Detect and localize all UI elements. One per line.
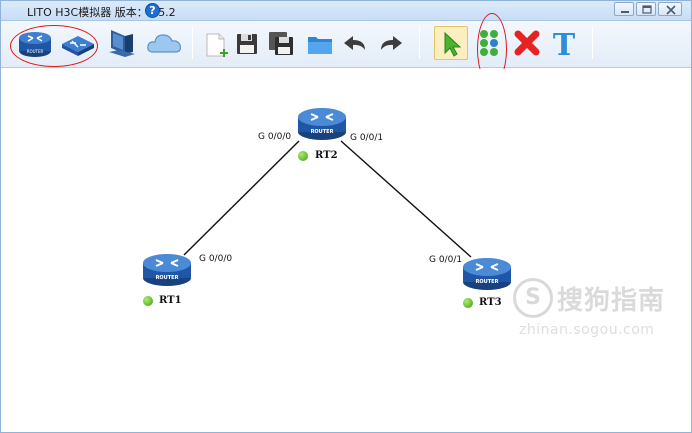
undo-button[interactable] <box>339 26 373 60</box>
toolbar-separator <box>592 27 593 59</box>
add-computer-button[interactable] <box>105 26 139 60</box>
computer-icon <box>109 30 135 57</box>
watermark-text: 搜狗指南 <box>557 286 666 316</box>
status-indicator <box>463 298 473 308</box>
status-indicator <box>143 296 153 306</box>
maximize-button[interactable] <box>636 2 656 16</box>
router-caption: ROUTER <box>155 275 179 281</box>
router-rt3[interactable]: ROUTER <box>462 255 512 291</box>
redo-button[interactable] <box>375 26 409 60</box>
save-button[interactable] <box>231 26 265 60</box>
switch-icon <box>62 36 94 56</box>
node-label-rt1: RT1 <box>159 295 182 306</box>
cloud-icon <box>147 34 182 53</box>
router-caption: ROUTER <box>27 49 44 54</box>
window-title: LITO H3C模拟器 版本：1.5.2 <box>27 6 176 19</box>
save-icon <box>237 34 257 54</box>
new-file-button[interactable] <box>199 26 233 60</box>
save-as-icon <box>269 32 293 55</box>
port-label: G 0/0/1 <box>350 133 384 143</box>
watermark-url: zhinan.sogou.com <box>519 322 655 338</box>
open-folder-icon <box>308 37 332 54</box>
text-tool-icon: T <box>553 28 576 60</box>
router-rt1[interactable]: ROUTER <box>142 251 192 287</box>
minimize-button[interactable] <box>614 2 634 16</box>
router-icon <box>463 258 511 290</box>
port-label: G 0/0/0 <box>258 132 292 142</box>
link-layer <box>183 140 472 258</box>
undo-icon <box>344 36 365 50</box>
link-dots-icon <box>480 30 498 56</box>
redo-icon <box>381 36 402 50</box>
router-icon: ROUTER <box>19 32 51 57</box>
toolbar-separator <box>192 27 193 59</box>
add-router-button[interactable]: ROUTER <box>17 26 51 60</box>
link-rt2-rt3[interactable] <box>340 140 472 258</box>
node-label-rt3: RT3 <box>479 297 502 308</box>
topology-canvas[interactable]: ROUTER RT2 ROUTER RT1 ROUTER <box>1 69 691 432</box>
help-icon[interactable]: ? <box>145 3 160 18</box>
toolbar-separator <box>419 27 420 59</box>
watermark-logo-icon: S <box>513 278 553 318</box>
pointer-icon <box>444 31 462 57</box>
status-indicator <box>298 151 308 161</box>
select-tool-button[interactable] <box>434 26 468 60</box>
delete-x-icon <box>514 30 540 56</box>
router-rt2[interactable]: ROUTER <box>297 105 347 141</box>
router-icon <box>143 254 191 286</box>
delete-tool-button[interactable] <box>510 26 544 60</box>
add-switch-button[interactable] <box>60 26 94 60</box>
add-cloud-button[interactable] <box>145 26 182 60</box>
port-label: G 0/0/0 <box>199 254 233 264</box>
svg-text:T: T <box>553 28 576 60</box>
router-caption: ROUTER <box>310 129 334 135</box>
router-caption: ROUTER <box>475 279 499 285</box>
new-file-icon <box>206 33 228 57</box>
router-icon <box>298 108 346 140</box>
link-rt2-rt1[interactable] <box>183 140 300 256</box>
watermark: S 搜狗指南 zhinan.sogou.com <box>513 278 683 348</box>
save-as-button[interactable] <box>265 26 299 60</box>
port-label: G 0/0/1 <box>429 255 463 265</box>
node-label-rt2: RT2 <box>315 150 338 161</box>
title-bar: LITO H3C模拟器 版本：1.5.2 ? <box>1 1 691 21</box>
minimize-icon <box>621 11 629 13</box>
connect-tool-button[interactable] <box>472 26 506 60</box>
text-tool-button[interactable]: T <box>548 26 582 60</box>
close-button[interactable] <box>658 2 682 16</box>
close-icon <box>666 5 676 15</box>
maximize-icon <box>642 5 652 14</box>
open-button[interactable] <box>303 26 337 60</box>
toolbar: ROUTER <box>1 21 691 68</box>
